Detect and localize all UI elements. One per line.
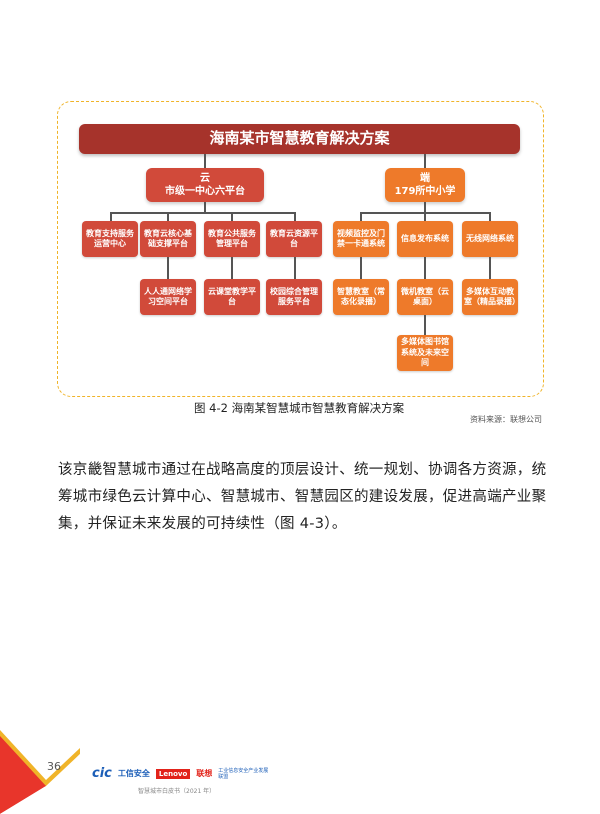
- cloud-child-box: 教育云核心基础支撑平台: [140, 221, 196, 257]
- corner-decoration-icon: [0, 730, 80, 814]
- cloud-sub-box: 人人通网络学习空间平台: [140, 279, 196, 315]
- connector: [424, 154, 426, 168]
- cloud-node-line2: 市级一中心六平台: [165, 186, 245, 197]
- org-logo: 工业信息安全产业发展联盟: [218, 767, 269, 780]
- end-child-box: 无线网络系统: [462, 221, 518, 257]
- end-child-box: 视频监控及门禁一卡通系统: [333, 221, 389, 257]
- cloud-sub-box: 云课堂教学平台: [204, 279, 260, 315]
- cloud-child-box: 教育支持服务运营中心: [82, 221, 138, 257]
- connector: [204, 154, 206, 168]
- cloud-child-box: 教育公共服务管理平台: [204, 221, 260, 257]
- connector: [424, 212, 426, 221]
- footer-note: 智慧城市白皮书（2021 年）: [138, 788, 216, 795]
- lenovo-logo: Lenovo: [155, 768, 191, 779]
- cloud-node: 云 市级一中心六平台: [146, 168, 264, 202]
- connector: [231, 212, 233, 221]
- end-node-line2: 179所中小学: [394, 186, 456, 197]
- connector: [294, 212, 296, 221]
- end-node: 端 179所中小学: [385, 168, 465, 202]
- end-child-box: 信息发布系统: [397, 221, 453, 257]
- connector: [489, 212, 491, 221]
- end-sub-box: 微机教室（云桌面）: [397, 279, 453, 315]
- diagram-title: 海南某市智慧教育解决方案: [79, 124, 520, 154]
- connector: [167, 212, 169, 221]
- connector: [424, 257, 426, 279]
- page-number: 36: [47, 760, 61, 773]
- cloud-node-line1: 云: [200, 173, 210, 184]
- connector: [110, 212, 296, 214]
- connector: [231, 257, 233, 279]
- connector: [294, 257, 296, 279]
- footer-logos: cic 工信安全 Lenovo 联想 工业信息安全产业发展联盟: [92, 766, 268, 781]
- connector: [424, 315, 426, 335]
- connector: [167, 257, 169, 279]
- figure-caption: 图 4-2 海南某智慧城市智慧教育解决方案: [190, 400, 409, 416]
- end-sub2-box: 多媒体图书馆系统及未来空间: [397, 335, 453, 371]
- end-node-line1: 端: [420, 173, 430, 184]
- cic-logo-cn: 工信安全: [117, 769, 150, 778]
- connector: [489, 257, 491, 279]
- figure-source: 资料来源：联想公司: [470, 415, 542, 424]
- connector: [424, 202, 426, 212]
- end-sub-box: 多媒体互动教室（精品录播）: [462, 279, 520, 315]
- end-sub-box: 智慧教室（常态化录播）: [333, 279, 389, 315]
- lenovo-logo-cn: 联想: [196, 769, 213, 778]
- connector: [360, 212, 362, 221]
- connector: [360, 257, 362, 279]
- body-paragraph: 该京畿智慧城市通过在战略高度的顶层设计、统一规划、协调各方资源，统筹城市绿色云计…: [58, 462, 547, 532]
- cloud-sub-box: 校园综合管理服务平台: [266, 279, 322, 315]
- diagram-frame: [57, 101, 544, 397]
- connector: [204, 202, 206, 212]
- cic-logo: cic: [92, 766, 112, 781]
- cloud-child-box: 教育云资源平台: [266, 221, 322, 257]
- connector: [110, 212, 112, 221]
